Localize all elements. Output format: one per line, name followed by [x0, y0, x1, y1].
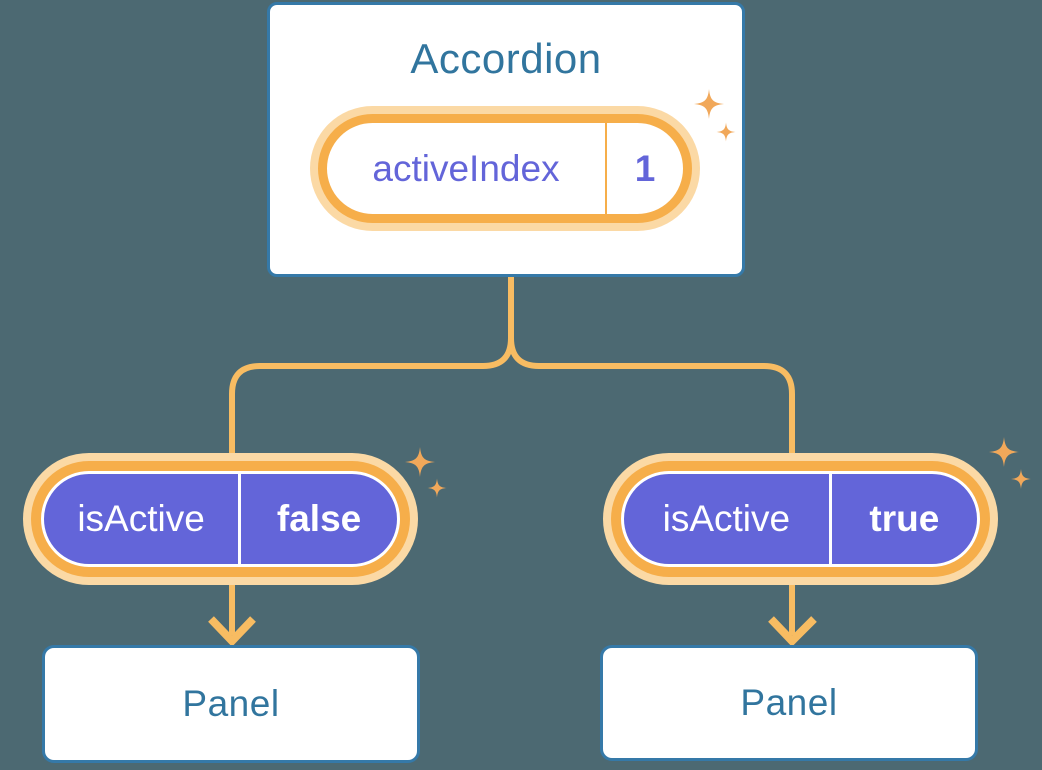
connector-left [229, 276, 514, 635]
accordion-component-box: Accordion activeIndex 1 [267, 2, 745, 277]
sparkle-icon [427, 478, 447, 498]
panel-box-right: Panel [600, 645, 978, 761]
prop-name: isActive [662, 498, 791, 539]
connector-right [508, 276, 795, 635]
prop-pill-left: isActive false [41, 471, 400, 567]
sparkle-icon [405, 447, 435, 477]
prop-value: false [238, 474, 397, 564]
state-value: 1 [605, 123, 683, 214]
state-pill: activeIndex 1 [318, 114, 692, 223]
arrow-down-icon [208, 616, 256, 647]
sparkle-icon [989, 437, 1019, 467]
component-title: Accordion [410, 35, 602, 82]
sparkle-icon [1011, 469, 1031, 489]
prop-pill-right: isActive true [621, 471, 980, 567]
state-name: activeIndex [372, 147, 560, 189]
prop-name: isActive [77, 498, 205, 539]
prop-value: true [828, 474, 977, 564]
arrow-down-icon [768, 616, 817, 647]
panel-box-left: Panel [42, 645, 420, 763]
